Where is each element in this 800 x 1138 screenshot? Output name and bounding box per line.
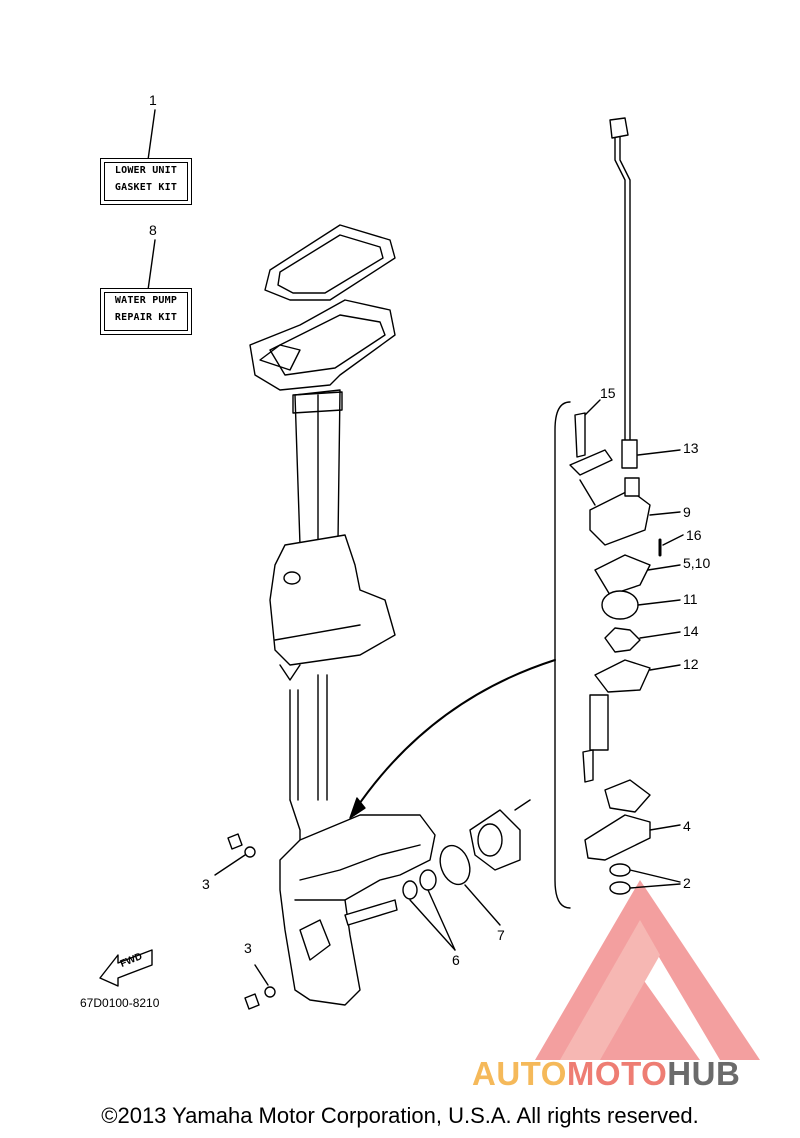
callout-7: 7 [497, 927, 505, 943]
spacer-6a [402, 880, 418, 900]
washer-3-upper [244, 846, 256, 858]
water-tube [614, 129, 631, 441]
diagram-code: 67D0100-8210 [80, 996, 160, 1010]
top-gasket [264, 224, 396, 301]
pump-base-plate [604, 779, 651, 813]
small-gasket [569, 449, 613, 476]
copyright-notice: ©2013 Yamaha Motor Corporation, U.S.A. A… [101, 1103, 699, 1128]
watermark-logo [535, 880, 760, 1060]
callout-6: 6 [452, 952, 460, 968]
watermark-part1: AUTO [472, 1055, 567, 1092]
o-ring-7 [439, 844, 471, 886]
gasket-kit-line2: GASKET KIT [114, 182, 178, 193]
callout-12: 12 [683, 656, 699, 672]
insert-cartridge-11 [601, 590, 639, 620]
impeller-14 [604, 627, 641, 653]
kit1-number: 1 [149, 92, 157, 108]
kit8-number: 8 [149, 222, 157, 238]
bearing-housing [469, 809, 521, 871]
callout-16: 16 [686, 527, 702, 543]
shaft-spline [589, 694, 609, 751]
callout-11: 11 [683, 591, 698, 607]
bolt-15 [574, 412, 586, 458]
fwd-arrow [99, 949, 153, 987]
callout-2: 2 [683, 875, 691, 891]
bolt-upper [227, 833, 243, 850]
oil-seal-2b [609, 881, 631, 895]
callout-3-lower: 3 [244, 940, 252, 956]
bolt-lower-pump [582, 749, 594, 783]
callout-4: 4 [683, 818, 691, 834]
water-pump-kit-line2: REPAIR KIT [114, 312, 178, 323]
callout-9: 9 [683, 504, 691, 520]
washer-3-lower [264, 986, 276, 998]
callout-13: 13 [683, 440, 699, 456]
outer-plate-12 [594, 659, 651, 693]
callout-5-10: 5,10 [683, 555, 711, 571]
watermark-text: AUTOMOTOHUB [472, 1055, 740, 1093]
kit8-leader [147, 239, 156, 291]
gasket-5-10 [594, 554, 651, 596]
gasket-kit-line1: LOWER UNIT [114, 165, 178, 176]
bolt-lower [244, 993, 260, 1010]
callout-15: 15 [600, 385, 616, 401]
assembly-bracket [554, 401, 571, 909]
kit1-leader [147, 109, 156, 161]
oil-seal-2a [609, 863, 631, 877]
anti-cavitation-plate [269, 534, 396, 666]
upper-casing-plate [249, 299, 396, 391]
water-pump-kit-box: WATER PUMP REPAIR KIT [100, 288, 192, 335]
propeller-shaft [344, 899, 398, 926]
callout-14: 14 [683, 623, 699, 639]
spacer-6b [419, 869, 437, 891]
watermark-part2: MOTO [566, 1055, 668, 1092]
callout-3-upper: 3 [202, 876, 210, 892]
pump-housing-9 [589, 489, 651, 546]
gasket-4 [584, 814, 651, 861]
gasket-kit-box: LOWER UNIT GASKET KIT [100, 158, 192, 205]
gearcase [279, 814, 436, 1006]
watermark-part3: HUB [667, 1055, 741, 1092]
grommet-13 [621, 439, 638, 469]
assembly-arrow [354, 659, 556, 811]
water-pump-kit-line1: WATER PUMP [114, 295, 178, 306]
